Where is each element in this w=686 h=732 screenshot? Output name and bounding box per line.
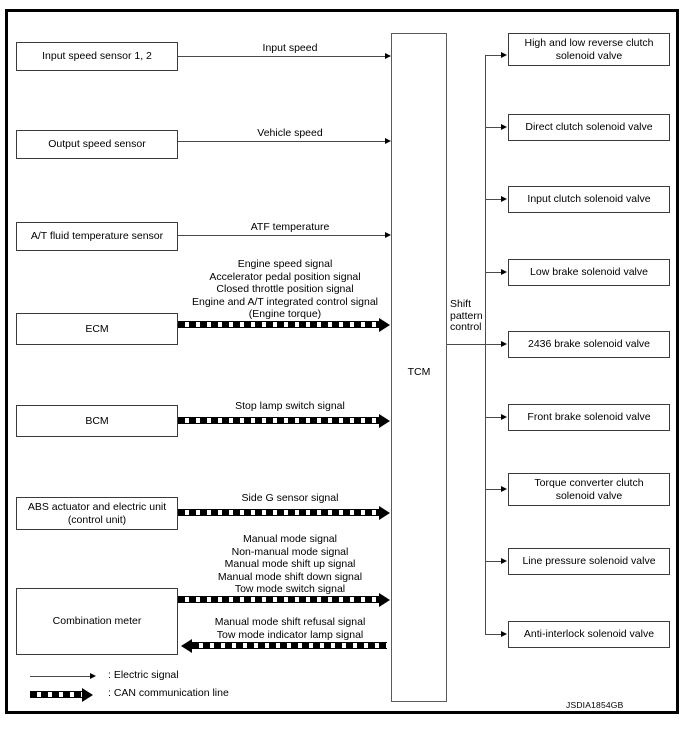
output-box-direct-clutch-solenoid-valve: Direct clutch solenoid valve <box>508 114 670 141</box>
output-bus-vertical <box>485 55 486 635</box>
wire-output-7 <box>485 489 502 490</box>
arrow-output-3 <box>501 196 507 202</box>
wire-combination-meter-out-can <box>178 596 379 603</box>
output-box-label: Front brake solenoid valve <box>527 411 651 424</box>
signal-label-atf-temperature: ATF temperature <box>250 221 330 233</box>
arrow-output-1 <box>501 52 507 58</box>
legend-label-can-communication-line: : CAN communication line <box>108 687 229 699</box>
output-box-label: Line pressure solenoid valve <box>522 555 656 568</box>
input-box-label: Combination meter <box>52 615 142 628</box>
input-box-label: A/T fluid temperature sensor <box>30 230 164 243</box>
wire-output-2 <box>485 127 502 128</box>
output-box-label: Torque converter clutch solenoid valve <box>534 477 644 502</box>
output-box-label: Low brake solenoid valve <box>530 266 648 279</box>
input-box-label: Output speed sensor <box>48 138 146 151</box>
input-box-label: Input speed sensor 1, 2 <box>42 50 152 63</box>
wire-output-1 <box>485 55 502 56</box>
output-box-label: High and low reverse clutch solenoid val… <box>524 37 654 62</box>
wire-output-8 <box>485 561 502 562</box>
tcm-box <box>391 33 447 702</box>
legend-can-arrow <box>82 687 93 702</box>
legend-label-electric-signal: : Electric signal <box>108 669 179 681</box>
input-box-combination-meter: Combination meter <box>16 588 178 655</box>
signal-label-combination-meter-out: Manual mode signal Non-manual mode signa… <box>217 533 363 595</box>
input-box-bcm: BCM <box>16 405 178 437</box>
signal-label-input-speed: Input speed <box>262 42 318 54</box>
wire-input-speed <box>178 56 385 57</box>
legend-electric-arrow <box>90 673 96 679</box>
arrow-abs-can <box>379 505 390 520</box>
output-box-2436-brake-solenoid-valve: 2436 brake solenoid valve <box>508 331 670 358</box>
input-box-label: ABS actuator and electric unit (control … <box>27 501 167 526</box>
output-box-low-brake-solenoid-valve: Low brake solenoid valve <box>508 259 670 286</box>
wire-tcm-to-output-bus <box>447 344 486 345</box>
output-box-line-pressure-solenoid-valve: Line pressure solenoid valve <box>508 548 670 575</box>
arrow-bcm-can <box>379 413 390 428</box>
signal-label-combination-meter-return: Manual mode shift refusal signal Tow mod… <box>214 616 366 641</box>
input-box-abs-actuator-and-electric-unit: ABS actuator and electric unit (control … <box>16 497 178 530</box>
wire-atf-temperature <box>178 235 385 236</box>
output-box-label: 2436 brake solenoid valve <box>527 338 650 351</box>
output-box-input-clutch-solenoid-valve: Input clutch solenoid valve <box>508 186 670 213</box>
wire-output-5 <box>485 344 502 345</box>
arrow-output-8 <box>501 558 507 564</box>
document-code: JSDIA1854GB <box>566 700 624 710</box>
signal-label-abs: Side G sensor signal <box>241 492 339 504</box>
wire-output-4 <box>485 272 502 273</box>
arrow-vehicle-speed <box>385 138 391 144</box>
tcm-label: TCM <box>407 366 431 378</box>
arrow-output-5 <box>501 341 507 347</box>
wire-output-6 <box>485 417 502 418</box>
signal-label-ecm: Engine speed signal Accelerator pedal po… <box>191 258 379 320</box>
wire-ecm-can <box>178 321 379 328</box>
wire-output-3 <box>485 199 502 200</box>
arrow-output-7 <box>501 486 507 492</box>
legend-can-line <box>30 691 82 698</box>
output-box-label: Direct clutch solenoid valve <box>525 121 653 134</box>
arrow-output-2 <box>501 124 507 130</box>
signal-label-vehicle-speed: Vehicle speed <box>257 127 323 139</box>
arrow-input-speed <box>385 53 391 59</box>
arrow-ecm-can <box>379 317 390 332</box>
wire-abs-can <box>178 509 379 516</box>
wire-combination-meter-return-can <box>192 642 387 649</box>
arrow-output-6 <box>501 414 507 420</box>
input-box-label: BCM <box>85 414 109 427</box>
arrow-combination-meter-out-can <box>379 592 390 607</box>
legend-electric-line <box>30 676 90 677</box>
arrow-output-9 <box>501 631 507 637</box>
output-box-label: Input clutch solenoid valve <box>527 193 651 206</box>
input-box-at-fluid-temperature-sensor: A/T fluid temperature sensor <box>16 222 178 251</box>
input-box-ecm: ECM <box>16 313 178 345</box>
output-box-high-and-low-reverse-clutch-solenoid-valve: High and low reverse clutch solenoid val… <box>508 33 670 66</box>
wire-vehicle-speed <box>178 141 385 142</box>
signal-label-bcm: Stop lamp switch signal <box>235 400 345 412</box>
arrow-atf-temperature <box>385 232 391 238</box>
output-box-label: Anti-interlock solenoid valve <box>523 628 655 641</box>
arrow-output-4 <box>501 269 507 275</box>
arrow-combination-meter-return-can <box>181 638 192 653</box>
output-box-anti-interlock-solenoid-valve: Anti-interlock solenoid valve <box>508 621 670 648</box>
input-box-output-speed-sensor: Output speed sensor <box>16 130 178 159</box>
shift-pattern-control-label: Shift pattern control <box>450 298 483 333</box>
wire-bcm-can <box>178 417 379 424</box>
output-box-torque-converter-clutch-solenoid-valve: Torque converter clutch solenoid valve <box>508 473 670 506</box>
input-box-input-speed-sensor: Input speed sensor 1, 2 <box>16 42 178 71</box>
wire-output-9 <box>485 634 502 635</box>
input-box-label: ECM <box>85 322 109 335</box>
output-box-front-brake-solenoid-valve: Front brake solenoid valve <box>508 404 670 431</box>
